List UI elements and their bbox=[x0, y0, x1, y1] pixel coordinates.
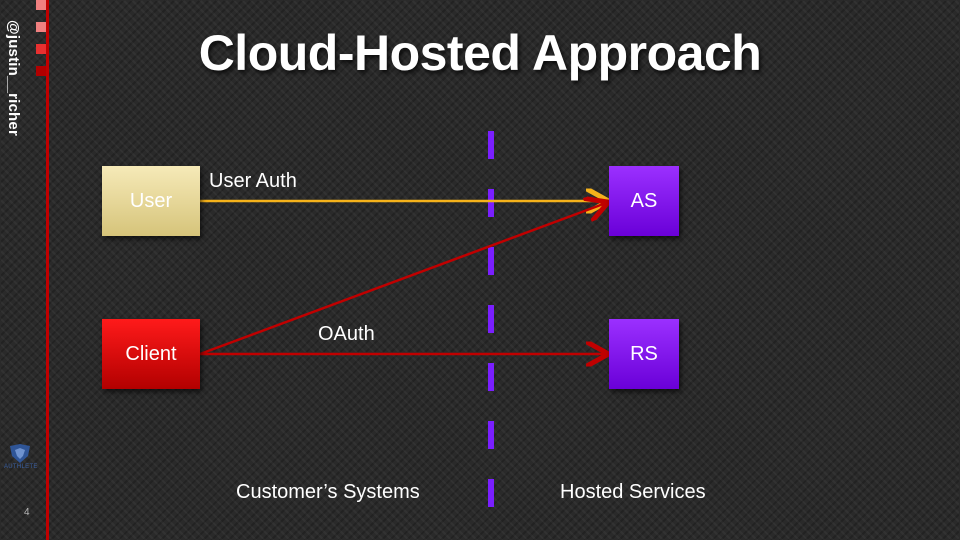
user-auth-label: User Auth bbox=[209, 170, 297, 192]
oauth-label: OAuth bbox=[318, 323, 375, 345]
logo-text: AUTHLETE bbox=[4, 464, 38, 470]
user-node: User bbox=[102, 166, 200, 236]
customer-systems-label: Customer’s Systems bbox=[236, 481, 420, 503]
as-node: AS bbox=[609, 166, 679, 236]
authlete-logo-icon bbox=[10, 444, 30, 463]
rs-node-label: RS bbox=[630, 342, 658, 365]
sidebar-accent-line bbox=[46, 0, 49, 540]
rs-node: RS bbox=[609, 319, 679, 389]
as-node-label: AS bbox=[630, 189, 658, 212]
deco-square bbox=[36, 66, 46, 76]
page-number: 4 bbox=[24, 507, 30, 518]
deco-square bbox=[36, 0, 46, 10]
deco-square bbox=[36, 44, 46, 54]
client-node-label: Client bbox=[125, 342, 177, 365]
deco-square bbox=[36, 22, 46, 32]
slide-title: Cloud-Hosted Approach bbox=[198, 25, 762, 81]
hosted-services-label: Hosted Services bbox=[560, 481, 706, 503]
client-to-as-arrow bbox=[199, 203, 606, 356]
user-node-label: User bbox=[129, 189, 173, 212]
client-node: Client bbox=[102, 319, 200, 389]
